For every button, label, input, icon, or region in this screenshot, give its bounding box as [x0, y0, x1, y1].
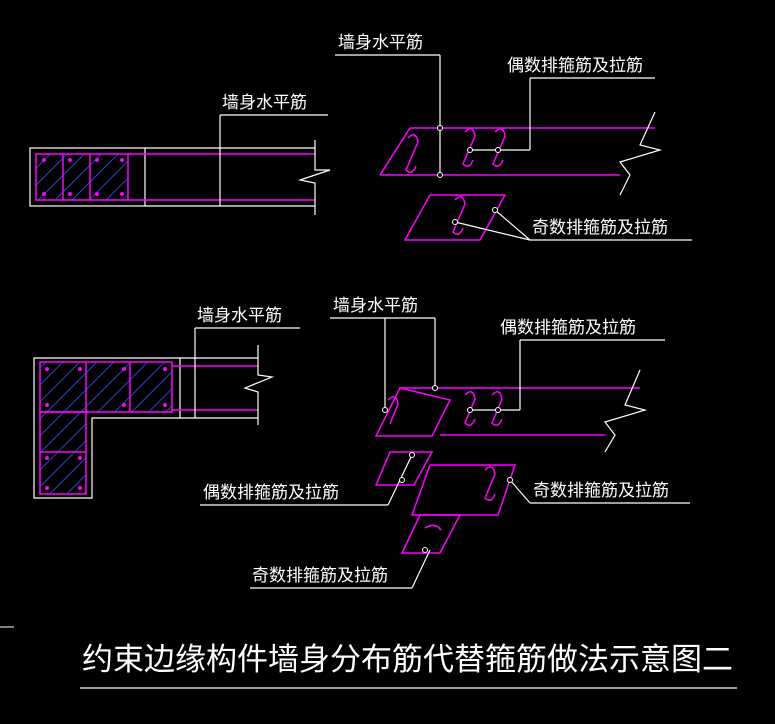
label-wall-horizontal-bar-2: 墙身水平筋	[338, 33, 423, 53]
edge-member-hatch	[35, 153, 129, 201]
leader-line	[411, 549, 431, 589]
wall-edge	[379, 127, 411, 176]
stirrup-odd	[403, 194, 507, 241]
detail-3d-1	[335, 54, 692, 241]
detail-3d-2	[200, 317, 690, 589]
stirrup-even-2	[374, 451, 434, 486]
rebar-dots	[45, 367, 167, 490]
label-wall-horizontal-bar-3: 墙身水平筋	[197, 306, 282, 326]
tie-hook	[452, 196, 466, 235]
leader-dots	[437, 125, 501, 225]
label-even-row-stirrup-1: 偶数排箍筋及拉筋	[507, 56, 643, 76]
rebar-dots	[42, 158, 124, 196]
break-line	[243, 345, 275, 425]
stirrup-odd-1	[410, 464, 517, 516]
label-odd-row-stirrup-2: 奇数排箍筋及拉筋	[533, 481, 669, 501]
edge-member-outline	[29, 147, 146, 207]
l-hatch-horizontal	[39, 361, 173, 413]
stirrup-odd-2	[400, 514, 462, 554]
break-line	[297, 140, 331, 215]
l-shaped-wall-section	[33, 327, 300, 499]
label-odd-row-stirrup-3: 奇数排箍筋及拉筋	[252, 566, 388, 586]
label-wall-horizontal-bar-4: 墙身水平筋	[333, 296, 418, 316]
label-even-row-stirrup-3: 偶数排箍筋及拉筋	[203, 483, 339, 503]
break-line	[603, 369, 648, 453]
label-odd-row-stirrup-1: 奇数排箍筋及拉筋	[532, 218, 668, 238]
leader-dots	[382, 385, 513, 553]
label-wall-horizontal-bar-1: 墙身水平筋	[222, 93, 307, 113]
straight-wall-section	[29, 114, 331, 215]
drawing-title: 约束边缘构件墙身分布筋代替箍筋做法示意图二	[82, 642, 733, 678]
leader-line	[494, 209, 531, 241]
break-line	[618, 111, 663, 196]
l-hatch-vertical	[39, 411, 87, 495]
stirrup-even-1	[374, 387, 452, 437]
tie-hooks	[387, 391, 503, 531]
leader-line	[509, 479, 531, 504]
label-even-row-stirrup-2: 偶数排箍筋及拉筋	[500, 318, 636, 338]
leader-line	[454, 221, 531, 241]
